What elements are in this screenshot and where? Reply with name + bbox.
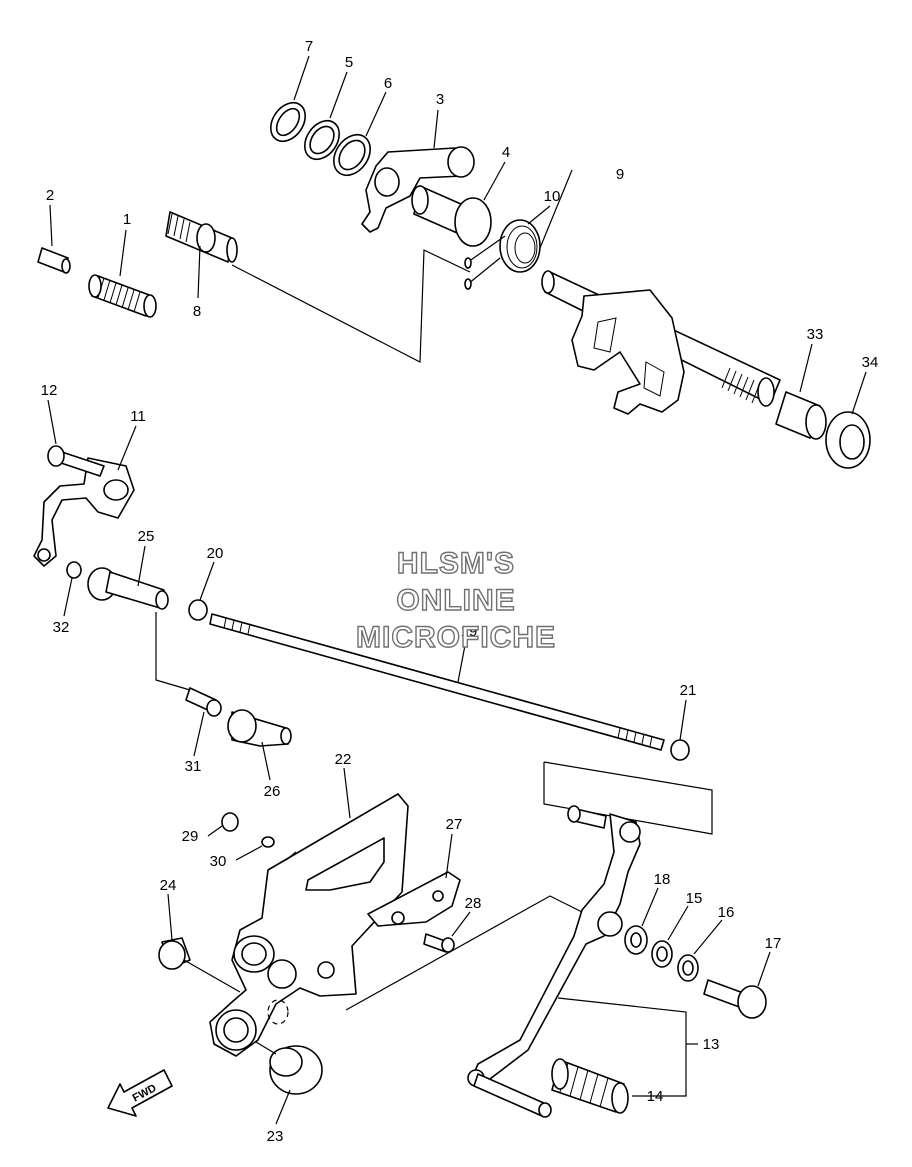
callout-19: 19 bbox=[461, 623, 478, 640]
shift-shaft-group bbox=[231, 101, 871, 469]
part-10-spring[interactable] bbox=[464, 219, 541, 290]
part-30-washer[interactable] bbox=[261, 836, 275, 848]
part-11-shift-arm[interactable] bbox=[33, 457, 135, 567]
part-25-rod-end[interactable] bbox=[87, 567, 169, 610]
callout-15: 15 bbox=[686, 890, 703, 907]
part-14-pedal-rubber[interactable] bbox=[551, 1058, 629, 1114]
part-16-hole bbox=[682, 960, 694, 976]
part-33-end bbox=[805, 404, 827, 440]
callout-6: 6 bbox=[384, 75, 392, 92]
part-1-spring[interactable] bbox=[88, 274, 157, 318]
callout-27: 27 bbox=[446, 816, 463, 833]
callout-7: 7 bbox=[305, 38, 313, 55]
callout-5: 5 bbox=[345, 54, 353, 71]
callout-21: 21 bbox=[680, 682, 697, 699]
leader-lines bbox=[47, 55, 867, 1125]
part-19-shift-rod[interactable] bbox=[209, 613, 665, 751]
part-34-inner bbox=[839, 424, 865, 460]
callout-16: 16 bbox=[718, 904, 735, 921]
part-4-end bbox=[411, 185, 429, 215]
bracket-9 bbox=[539, 169, 573, 249]
callout-34: 34 bbox=[862, 354, 879, 371]
line-30 bbox=[285, 851, 297, 861]
callout-24: 24 bbox=[160, 877, 177, 894]
callout-labels: 7 5 6 3 4 9 10 2 1 8 12 11 33 34 25 20 3… bbox=[41, 38, 879, 1145]
callout-9: 9 bbox=[616, 166, 624, 183]
callout-22: 22 bbox=[335, 751, 352, 768]
line-bracket-pedal bbox=[345, 895, 587, 1011]
callout-12: 12 bbox=[41, 382, 58, 399]
callout-1: 1 bbox=[123, 211, 131, 228]
axis-line-shaft bbox=[231, 249, 471, 363]
bracket-21-pedal bbox=[543, 761, 713, 835]
callout-23: 23 bbox=[267, 1128, 284, 1145]
callout-10: 10 bbox=[544, 188, 561, 205]
part-5-inner bbox=[309, 125, 335, 155]
part-27-heel-plate[interactable] bbox=[367, 871, 461, 927]
part-21-nut[interactable] bbox=[670, 739, 690, 761]
callout-13: 13 bbox=[703, 1036, 720, 1053]
watermark: HLSM'S ONLINE MICROFICHE bbox=[355, 546, 556, 654]
part-3-hole bbox=[374, 167, 400, 197]
pedal-top-bolt[interactable] bbox=[567, 805, 607, 829]
line-25-31 bbox=[155, 612, 191, 691]
part-18-hole bbox=[630, 932, 642, 948]
callout-33: 33 bbox=[807, 326, 824, 343]
part-3-roller bbox=[447, 146, 475, 178]
part-23-rubber[interactable] bbox=[269, 1045, 323, 1095]
callout-29: 29 bbox=[182, 828, 199, 845]
part-28-screw[interactable] bbox=[423, 933, 455, 953]
part-2-pin[interactable] bbox=[37, 247, 71, 274]
part-6-inner bbox=[338, 139, 366, 171]
part-17-pivot-bolt[interactable] bbox=[703, 979, 767, 1019]
callout-4: 4 bbox=[502, 144, 510, 161]
watermark-line1: HLSM'S bbox=[397, 547, 515, 580]
part-22-bracket[interactable] bbox=[209, 793, 409, 1057]
part-20-nut[interactable] bbox=[188, 599, 208, 621]
callout-26: 26 bbox=[264, 783, 281, 800]
line-23 bbox=[255, 1041, 277, 1055]
callout-2: 2 bbox=[46, 187, 54, 204]
part-12-bolt[interactable] bbox=[47, 445, 105, 477]
part-32-washer[interactable] bbox=[66, 561, 82, 579]
part-31-bolt[interactable] bbox=[185, 687, 222, 717]
part-9-shift-shaft[interactable] bbox=[541, 270, 781, 415]
callout-25: 25 bbox=[138, 528, 155, 545]
part-24-bushing[interactable] bbox=[158, 937, 191, 970]
line-24 bbox=[183, 959, 241, 993]
part-26-rod-end[interactable] bbox=[227, 709, 292, 747]
part-29-nut[interactable] bbox=[221, 812, 239, 832]
callout-32: 32 bbox=[53, 619, 70, 636]
callout-11: 11 bbox=[130, 408, 146, 425]
watermark-line2: ONLINE bbox=[396, 584, 515, 617]
callout-17: 17 bbox=[765, 935, 782, 952]
part-15-hole bbox=[656, 946, 668, 962]
part-13-shift-pedal[interactable] bbox=[467, 813, 641, 1118]
callout-14: 14 bbox=[647, 1088, 664, 1105]
callout-18: 18 bbox=[654, 871, 671, 888]
callout-28: 28 bbox=[465, 895, 482, 912]
forward-arrow-icon: FWD bbox=[107, 1069, 173, 1117]
part-4-collar bbox=[454, 197, 492, 247]
callout-20: 20 bbox=[207, 545, 224, 562]
callout-31: 31 bbox=[185, 758, 202, 775]
callout-30: 30 bbox=[210, 853, 227, 870]
bracket-13 bbox=[557, 997, 687, 1097]
watermark-line3: MICROFICHE bbox=[356, 621, 556, 654]
part-7-inner bbox=[275, 107, 301, 137]
callout-8: 8 bbox=[193, 303, 201, 320]
callout-3: 3 bbox=[436, 91, 444, 108]
part-8-pin[interactable] bbox=[165, 211, 238, 263]
